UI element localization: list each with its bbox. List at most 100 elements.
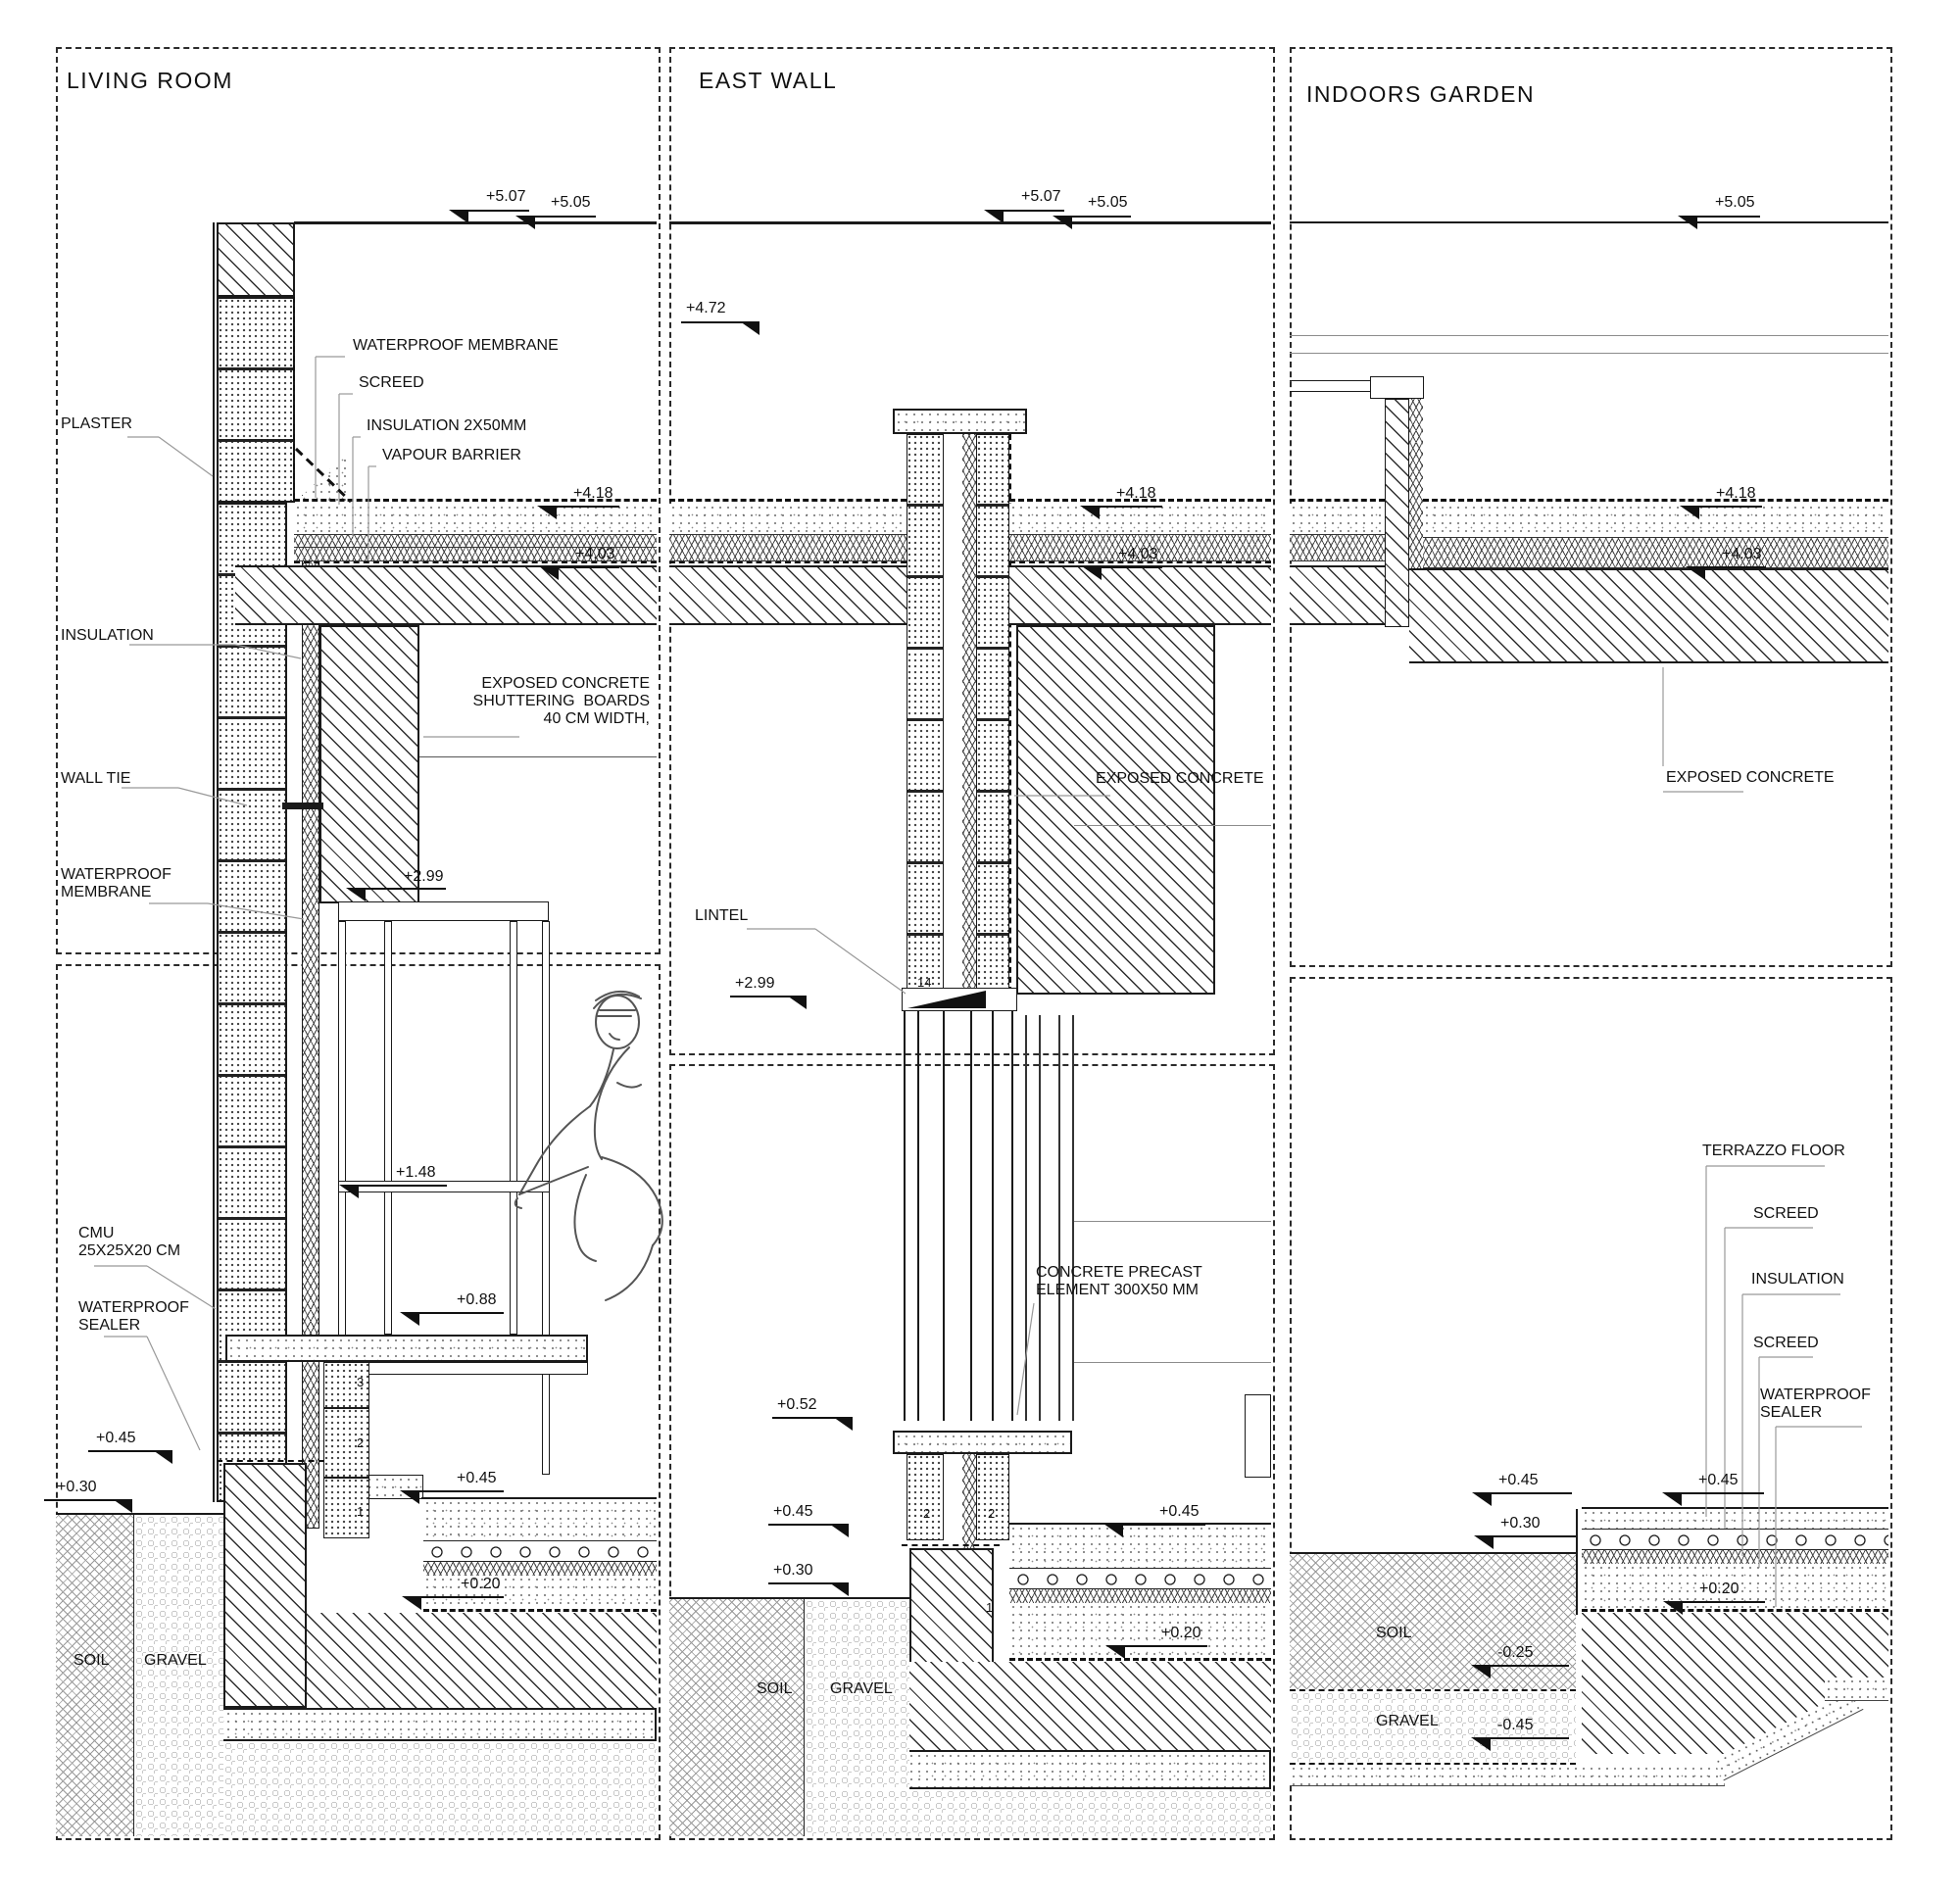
ig-floor-insulation (1582, 1550, 1888, 1564)
ig-screed-right (1423, 504, 1888, 537)
ig-level-4-18: +4.18 (1716, 485, 1756, 502)
lr-level-0-45-left: +0.45 (96, 1430, 136, 1446)
ew-gravel-bottom (805, 1789, 1271, 1836)
ig-gravel (1290, 1691, 1576, 1763)
ew-foundation-mass (909, 1662, 1271, 1750)
lr-label-waterproof-membrane-roof: WATERPROOF MEMBRANE (353, 337, 559, 354)
ew-slab-left (669, 565, 906, 625)
ew-sealer-dash (902, 1544, 1000, 1546)
lr-level-0-88: +0.88 (457, 1291, 497, 1308)
lr-level-2-99-line (366, 888, 446, 890)
ew-soil (669, 1599, 805, 1836)
lr-footing (160, 1708, 657, 1741)
panel-east-wall-bottom (669, 1064, 1275, 1840)
ew-mullion-5 (992, 1011, 994, 1421)
ig-level-0-45-left-line (1492, 1492, 1572, 1494)
ew-wall-line-low (1074, 1362, 1271, 1363)
lr-floor-membrane-dash (423, 1609, 657, 1612)
ig-upstand-concrete (1385, 399, 1409, 627)
ew-level-0-52: +0.52 (777, 1396, 817, 1413)
lr-roof-insulation-joint (294, 547, 657, 548)
ew-low-leaf-right (976, 1454, 1009, 1540)
ew-wall-insulation (962, 434, 976, 995)
ig-cap-band (1290, 380, 1424, 392)
ew-precast-fin-4 (1072, 1015, 1074, 1421)
ew-ground-line (669, 1597, 911, 1599)
ig-roof-level-line (1290, 221, 1888, 223)
ig-level-0-45-left: +0.45 (1498, 1472, 1539, 1488)
ew-vapour-right (1009, 561, 1271, 563)
ig-cap-block (1370, 376, 1424, 399)
ig-label-terrazzo: TERRAZZO FLOOR (1702, 1143, 1845, 1159)
lr-level-0-45-right-line (419, 1490, 504, 1492)
lr-plaster-face-line (213, 222, 215, 1502)
ig-level-minus-0-25: -0.25 (1497, 1644, 1534, 1661)
lr-parapet-cmu (217, 297, 295, 503)
lr-gravel-bottom (223, 1741, 657, 1836)
ig-membrane-right (1423, 499, 1888, 502)
ew-level-0-45-left-line (768, 1524, 849, 1526)
lr-floor-top-line (421, 1497, 657, 1499)
panel-living-room-bottom (56, 964, 661, 1840)
lr-window-jamb-2 (384, 921, 392, 1335)
ew-digit-14: 14 (917, 975, 932, 990)
ew-screed-right (1009, 504, 1271, 534)
ew-level-4-72: +4.72 (686, 300, 726, 316)
ew-coping (893, 409, 1027, 434)
lr-parapet-concrete-cap (217, 222, 295, 297)
lr-digit-3: 3 (357, 1375, 365, 1389)
ew-level-0-45-right: +0.45 (1159, 1503, 1200, 1520)
lr-concrete-wall (319, 625, 419, 903)
ig-level-minus-0-45-line (1491, 1737, 1569, 1739)
lr-digit-2: 2 (357, 1435, 365, 1450)
ew-level-4-18: +4.18 (1116, 485, 1156, 502)
lr-level-1-48: +1.48 (396, 1164, 436, 1181)
lr-shuttering-board-line (419, 756, 657, 757)
ew-floor-screed-lower (1009, 1603, 1271, 1658)
lr-level-5-07-line (468, 210, 529, 212)
lr-window-seat-ledge (225, 1335, 588, 1362)
ew-digit-1: 1 (986, 1600, 994, 1615)
lr-label-cmu: CMU 25X25X20 CM (78, 1225, 181, 1259)
ew-membrane-right (1009, 499, 1271, 502)
ig-floor-top-line (1582, 1507, 1888, 1509)
ew-level-5-05: +5.05 (1088, 194, 1128, 211)
lr-block-1 (323, 1478, 369, 1538)
ig-label-screed-2: SCREED (1753, 1335, 1819, 1351)
ig-slab-right (1409, 568, 1888, 663)
ew-concrete-wall (1016, 625, 1215, 995)
lr-floor-rebar-slab (423, 1540, 657, 1562)
ig-ceiling-line-2 (1290, 353, 1888, 354)
ew-level-4-72-line (681, 321, 758, 323)
lr-waterproof-membrane-line (294, 499, 657, 502)
lr-wall-tie (282, 803, 323, 809)
ew-vapour-left (669, 561, 906, 563)
lr-waterproof-sealer-line (217, 1460, 324, 1462)
ew-insulation-left (669, 534, 906, 561)
ew-floor-membrane-dash (1009, 1658, 1271, 1661)
ew-floor-insulation (1009, 1589, 1271, 1603)
ew-low-leaf-left (906, 1454, 944, 1540)
ew-roof-level-line (669, 221, 1271, 224)
title-indoors-garden: INDOORS GARDEN (1306, 81, 1536, 107)
lr-level-0-30-left-line (44, 1499, 130, 1501)
ig-level-4-18-line (1699, 506, 1762, 508)
ew-label-exposed-concrete: EXPOSED CONCRETE (1096, 770, 1264, 787)
lr-level-0-20: +0.20 (461, 1576, 501, 1592)
lr-cavity-insulation (302, 495, 319, 1529)
ew-mullion-2 (917, 1011, 919, 1421)
ig-label-insulation: INSULATION (1751, 1271, 1844, 1288)
ew-precast-fin-3 (1058, 1015, 1060, 1421)
ew-level-4-03-line (1102, 566, 1162, 568)
panel-living-room-top (56, 47, 661, 954)
ew-level-2-99-line (730, 996, 805, 997)
ig-level-0-45-right: +0.45 (1698, 1472, 1739, 1488)
lr-soil (56, 1515, 134, 1836)
lr-roof-slab-concrete (235, 565, 657, 625)
lr-floor-insulation (423, 1562, 657, 1576)
lr-digit-1: 1 (357, 1504, 365, 1519)
lr-level-0-45-left-line (88, 1450, 171, 1452)
ig-level-0-30: +0.30 (1500, 1515, 1541, 1532)
ew-low-insulation (962, 1454, 976, 1548)
